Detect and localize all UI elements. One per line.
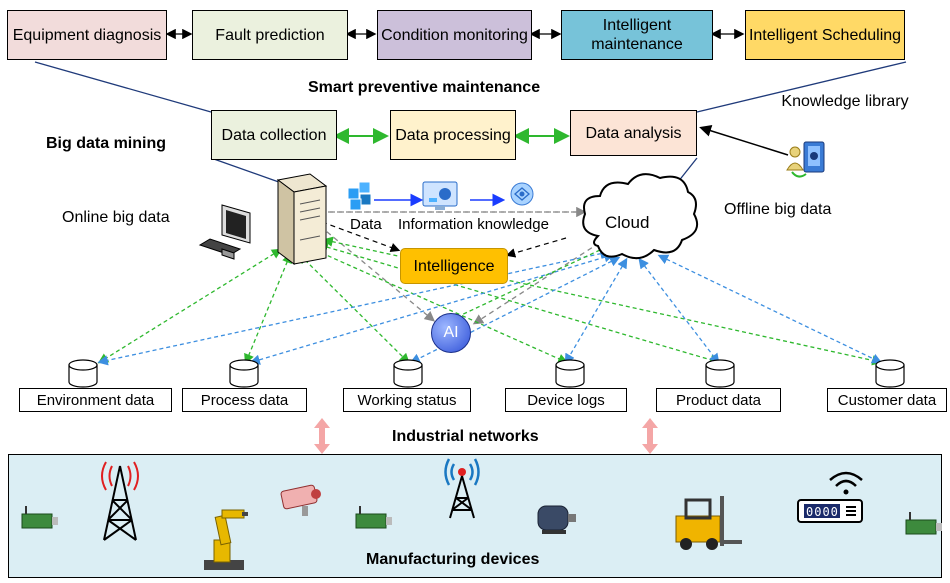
modem-icon bbox=[21, 506, 942, 535]
source-process-data: Process data bbox=[182, 388, 307, 412]
source-working-status: Working status bbox=[343, 388, 471, 412]
knowledge-library-label: Knowledge library bbox=[781, 93, 909, 110]
cell-tower-icon bbox=[101, 461, 139, 541]
data-label: Data bbox=[350, 216, 382, 233]
module-condition-monitoring: Condition monitoring bbox=[377, 10, 532, 60]
manufacturing-devices-label: Manufacturing devices bbox=[366, 551, 540, 568]
big-data-mining-label: Big data mining bbox=[46, 135, 166, 152]
forklift-icon bbox=[675, 496, 742, 550]
intelligence-box: Intelligence bbox=[400, 248, 508, 284]
robot-arm-icon bbox=[204, 509, 248, 570]
step-data-collection: Data collection bbox=[211, 110, 337, 160]
wifi-router-icon bbox=[797, 471, 863, 523]
online-big-data-label: Online big data bbox=[62, 209, 170, 226]
step-data-processing: Data processing bbox=[390, 110, 516, 160]
data-cubes-icon bbox=[347, 181, 372, 211]
source-product-data: Product data bbox=[656, 388, 781, 412]
information-knowledge-label: Information knowledge bbox=[398, 216, 549, 233]
motor-icon bbox=[537, 505, 576, 534]
camera-icon bbox=[280, 484, 321, 516]
router-display-text: 0000 bbox=[806, 505, 839, 519]
cloud-label: Cloud bbox=[605, 213, 650, 232]
source-customer-data: Customer data bbox=[827, 388, 947, 412]
ai-node: AI bbox=[431, 313, 471, 353]
step-data-analysis: Data analysis bbox=[570, 110, 697, 156]
module-equipment-diagnosis: Equipment diagnosis bbox=[7, 10, 167, 60]
information-monitor-icon bbox=[422, 181, 458, 210]
knowledge-brain-icon bbox=[510, 182, 534, 206]
manufacturing-panel bbox=[8, 454, 942, 578]
source-device-logs: Device logs bbox=[505, 388, 627, 412]
module-intelligent-scheduling: Intelligent Scheduling bbox=[745, 10, 905, 60]
offline-big-data-label: Offline big data bbox=[724, 201, 832, 218]
module-fault-prediction: Fault prediction bbox=[192, 10, 348, 60]
smart-maintenance-title: Smart preventive maintenance bbox=[308, 79, 541, 96]
module-intelligent-maintenance: Intelligent maintenance bbox=[561, 10, 713, 60]
antenna-tower-icon bbox=[444, 458, 480, 519]
industrial-networks-label: Industrial networks bbox=[392, 428, 539, 445]
source-environment-data: Environment data bbox=[19, 388, 172, 412]
